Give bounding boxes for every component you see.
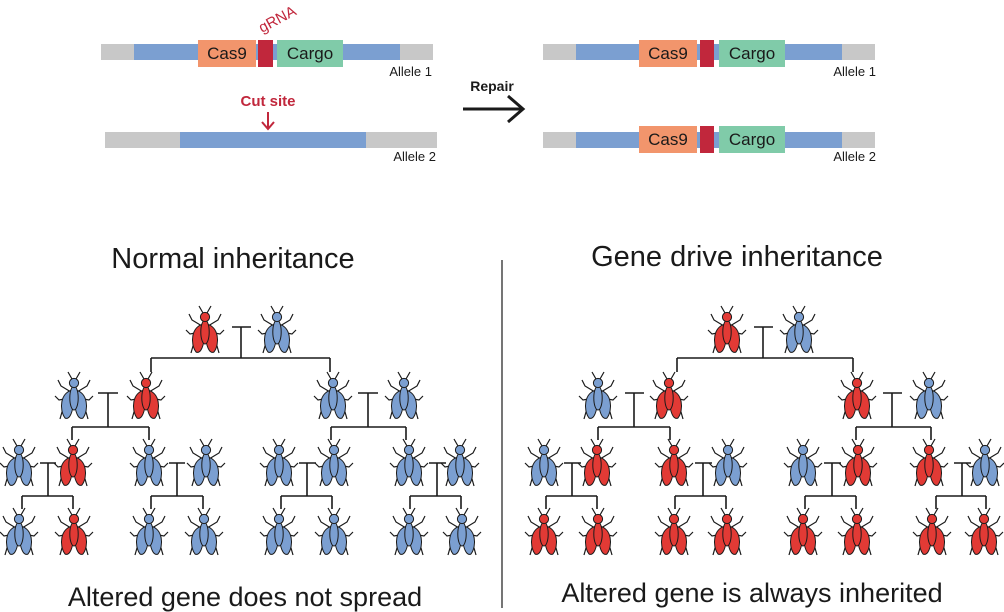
normal-g0-fly-2-blue — [257, 305, 297, 354]
chromosome-blue — [180, 132, 366, 148]
normal-g3-fly-2-red — [54, 507, 94, 556]
drive-g2-fly-6-red — [838, 438, 878, 487]
normal-g3-fly-8-blue — [442, 507, 482, 556]
cargo-label: Cargo — [287, 44, 333, 63]
drive-g2-fly-3-red — [654, 438, 694, 487]
drive-g3-fly-7-red — [912, 507, 952, 556]
cas9-label: Cas9 — [648, 44, 688, 63]
drive-g2-fly-7-red — [909, 438, 949, 487]
normal-g3-fly-3-blue — [129, 507, 169, 556]
drive-g3-fly-3-red — [654, 507, 694, 556]
cargo-box — [277, 40, 343, 67]
cut-site-label: Cut site — [240, 93, 295, 110]
drive-panel-caption: Altered gene is always inherited — [561, 578, 942, 608]
normal-g3-fly-5-blue — [259, 507, 299, 556]
drive-g1-fly-4-blue — [909, 371, 949, 420]
cas9-label: Cas9 — [648, 130, 688, 149]
drive-g3-fly-1-red — [524, 507, 564, 556]
drive-g1-fly-3-red — [837, 371, 877, 420]
normal-g2-fly-8-blue — [440, 438, 480, 487]
drive-g0-fly-2-blue — [779, 305, 819, 354]
drive-g2-fly-2-red — [577, 438, 617, 487]
cas9-label: Cas9 — [207, 44, 247, 63]
normal-g2-fly-2-red — [53, 438, 93, 487]
normal-g2-fly-6-blue — [314, 438, 354, 487]
drive-g2-fly-4-blue — [708, 438, 748, 487]
normal-g3-fly-1-blue — [0, 507, 39, 556]
drive-g2-fly-5-blue — [783, 438, 823, 487]
normal-g2-fly-4-blue — [186, 438, 226, 487]
flies-layer — [0, 305, 1004, 556]
normal-g1-fly-1-blue — [54, 371, 94, 420]
cut-site-arrowhead — [261, 121, 275, 131]
drive-g3-fly-5-red — [783, 507, 823, 556]
drive-g1-fly-1-blue — [578, 371, 618, 420]
allele2-label: Allele 2 — [833, 149, 876, 164]
drive-g3-fly-6-red — [837, 507, 877, 556]
drive-g2-fly-8-blue — [965, 438, 1004, 487]
allele1-after: Cas9 Cargo Allele 1 — [543, 40, 876, 79]
allele2-before: Cut site Allele 2 — [105, 93, 437, 164]
normal-g2-fly-3-blue — [129, 438, 169, 487]
pedigree-lines — [21, 326, 987, 509]
normal-panel-title: Normal inheritance — [111, 243, 354, 275]
allele1-before: Cas9 Cargo gRNA Allele 1 — [101, 3, 433, 79]
repair-arrow: Repair — [463, 78, 526, 124]
drive-g2-fly-1-blue — [524, 438, 564, 487]
normal-g1-fly-2-red — [126, 371, 166, 420]
normal-g1-fly-4-blue — [384, 371, 424, 420]
repair-label: Repair — [470, 78, 514, 94]
normal-g2-fly-5-blue — [259, 438, 299, 487]
normal-g2-fly-7-blue — [389, 438, 429, 487]
normal-g2-fly-1-blue — [0, 438, 39, 487]
cargo-label: Cargo — [729, 44, 775, 63]
allele1-label: Allele 1 — [833, 64, 876, 79]
normal-panel-caption: Altered gene does not spread — [68, 582, 422, 612]
cargo-label: Cargo — [729, 130, 775, 149]
drive-g0-fly-1-red — [707, 305, 747, 354]
drive-g3-fly-4-red — [707, 507, 747, 556]
normal-g3-fly-4-blue — [184, 507, 224, 556]
cas9-box — [198, 40, 256, 67]
drive-panel-title: Gene drive inheritance — [591, 241, 883, 273]
grna-label: gRNA — [256, 3, 299, 37]
normal-g0-fly-1-red — [185, 305, 225, 354]
drive-g1-fly-2-red — [649, 371, 689, 420]
allele1-label: Allele 1 — [389, 64, 432, 79]
grna-box — [258, 40, 273, 67]
normal-g3-fly-6-blue — [314, 507, 354, 556]
allele2-label: Allele 2 — [393, 149, 436, 164]
normal-g3-fly-7-blue — [389, 507, 429, 556]
normal-g1-fly-3-blue — [313, 371, 353, 420]
allele2-after: Cas9 Cargo Allele 2 — [543, 126, 876, 164]
drive-g3-fly-8-red — [964, 507, 1004, 556]
drive-g3-fly-2-red — [578, 507, 618, 556]
